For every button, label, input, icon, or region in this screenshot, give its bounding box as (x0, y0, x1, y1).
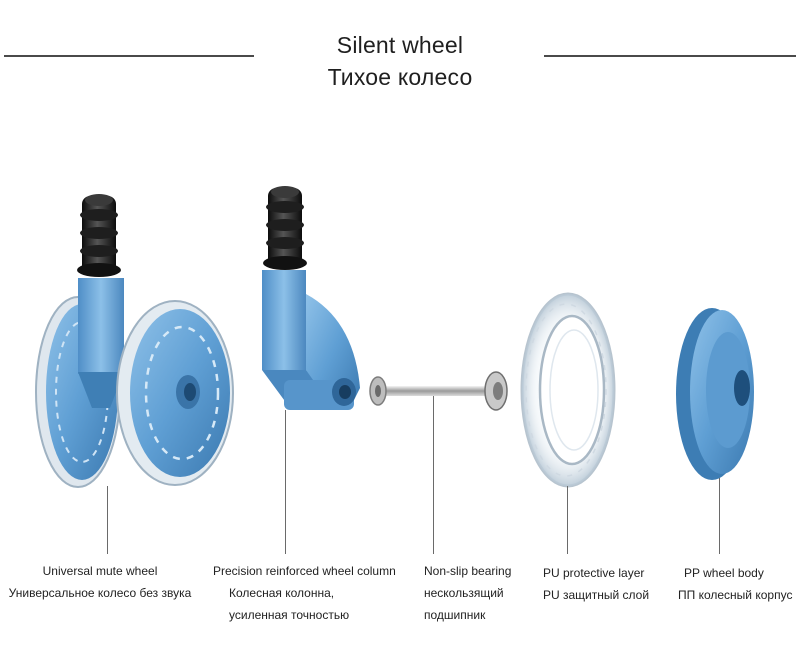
leader-line-pu-layer (567, 486, 568, 554)
leader-line-bearing (433, 396, 434, 554)
wheel-column-body (262, 270, 360, 410)
leader-line-wheel-column (285, 410, 286, 554)
label-wheel-column-en: Precision reinforced wheel column (213, 560, 396, 582)
label-universal-mute-wheel-en: Universal mute wheel (0, 560, 200, 582)
label-universal-mute-wheel-ru: Универсальное колесо без звука (0, 582, 200, 604)
label-bearing-en: Non-slip bearing (424, 560, 511, 582)
label-pu-layer: PU protective layer PU защитный слой (543, 562, 649, 606)
label-pp-body-ru: ПП колесный корпус (678, 584, 792, 606)
assembled-wheel-stem (77, 194, 121, 277)
wheel-column-stem (263, 186, 307, 270)
bearing-axle (370, 372, 507, 410)
wheel-column-part (262, 186, 360, 410)
label-wheel-column-ru-1: Колесная колонна, (213, 582, 396, 604)
pp-wheel-body (676, 308, 754, 480)
label-universal-mute-wheel: Universal mute wheel Универсальное колес… (0, 560, 200, 604)
assembled-wheel-right-half (117, 301, 233, 485)
label-bearing-ru-2: подшипник (424, 604, 511, 626)
label-wheel-column-ru-2: усиленная точностью (213, 604, 396, 626)
leader-line-pp-body (719, 478, 720, 554)
label-bearing-ru-1: нескользящий (424, 582, 511, 604)
leader-line-universal-wheel (107, 486, 108, 554)
label-pp-body-en: PP wheel body (678, 562, 792, 584)
label-wheel-column: Precision reinforced wheel column Колесн… (213, 560, 396, 626)
label-pu-layer-ru: PU защитный слой (543, 584, 649, 606)
label-bearing: Non-slip bearing нескользящий подшипник (424, 560, 511, 626)
label-pu-layer-en: PU protective layer (543, 562, 649, 584)
pu-ring (522, 294, 614, 486)
assembled-wheel (36, 194, 233, 487)
label-pp-body: PP wheel body ПП колесный корпус (678, 562, 792, 606)
